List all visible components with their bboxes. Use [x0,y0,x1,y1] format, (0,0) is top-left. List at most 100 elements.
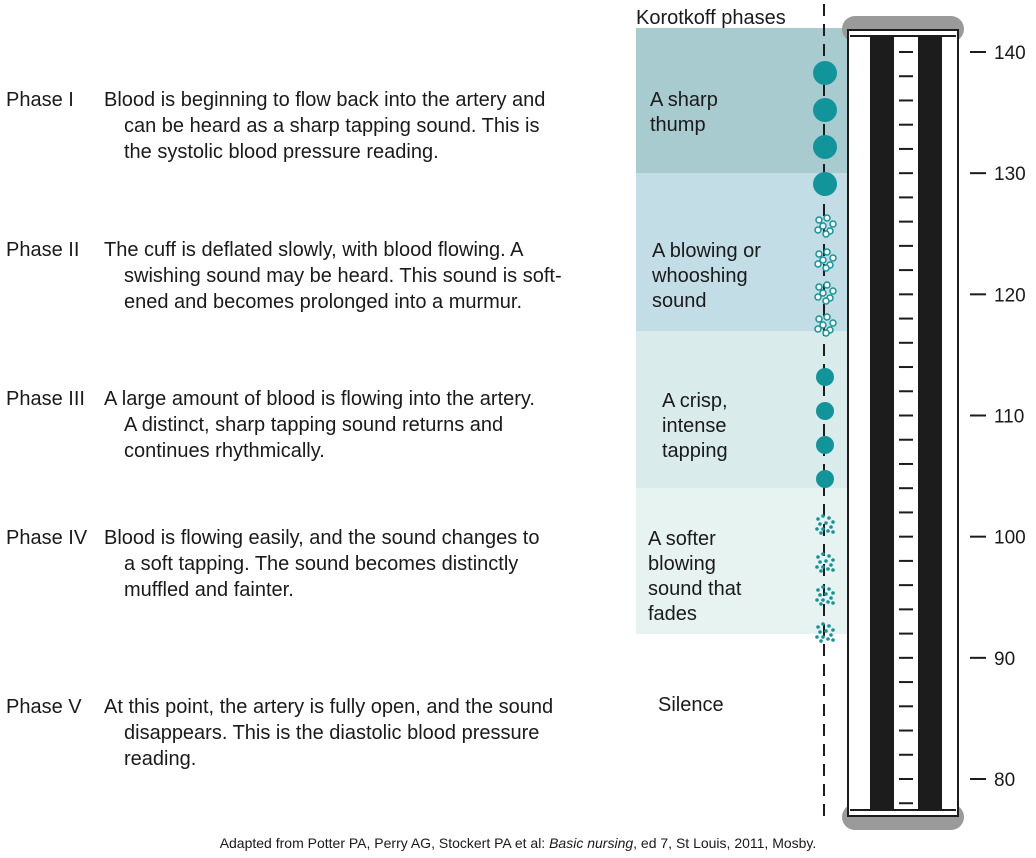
speckle-marker [829,563,833,567]
speckle-marker [831,638,835,642]
speckle-marker [831,520,835,524]
speckle-marker [831,568,835,572]
speckle-marker [818,593,822,597]
speckle-marker [819,602,823,606]
speckle-marker [818,630,822,634]
speckle-marker [821,598,825,602]
speckle-marker [829,525,833,529]
speckle-marker [819,569,823,573]
mercury-column-left [870,36,894,810]
speckle-marker [816,588,820,592]
speckle-marker [831,628,835,632]
bubble-marker [815,315,823,323]
bubble-marker [815,250,823,258]
tap-dot-marker [816,402,834,420]
bubble-marker [814,260,822,268]
bubble-marker [829,319,837,327]
bubble-marker [822,230,830,238]
scale-tick-label: 90 [994,649,1015,670]
speckle-marker [831,591,835,595]
speckle-marker [831,530,835,534]
speckle-marker [819,639,823,643]
speckle-marker [824,629,828,633]
speckle-marker [821,585,825,589]
bubble-marker [819,256,827,264]
speckle-marker [819,531,823,535]
speckle-marker [821,635,825,639]
speckle-marker [821,527,825,531]
speckle-marker [824,559,828,563]
speckle-marker [829,633,833,637]
bubble-marker [819,222,827,230]
phase-description: Blood is beginning to flow back into the… [104,89,546,163]
phase-description: A large amount of blood is flowing into … [104,388,535,462]
bubble-marker [822,264,830,272]
speckle-marker [815,598,819,602]
phase-label: Phase IV [6,527,88,549]
speckle-marker [826,529,830,533]
tap-dot-marker [816,368,834,386]
speckle-marker [826,637,830,641]
bubble-marker [815,283,823,291]
speckle-marker [827,554,831,558]
bubble-marker [829,287,837,295]
speckle-marker [815,635,819,639]
bubble-marker [814,226,822,234]
speckle-marker [824,592,828,596]
bubble-marker [822,329,830,337]
speckle-marker [821,552,825,556]
tap-dot-marker [813,135,837,159]
korotkoff-phases-header: Korotkoff phases [636,7,786,29]
bubble-marker [829,220,837,228]
scale-tick-label: 130 [994,164,1026,185]
speckle-marker [816,625,820,629]
speckle-marker [824,521,828,525]
phase-description: The cuff is deflated slowly, with blood … [104,239,562,313]
phase-description: At this point, the artery is fully open,… [104,696,554,770]
scale-tick-label: 100 [994,528,1026,549]
speckle-marker [829,596,833,600]
bubble-marker [823,214,831,222]
speckle-marker [821,514,825,518]
bubble-marker [814,293,822,301]
source-credit: Adapted from Potter PA, Perry AG, Stocke… [219,835,817,851]
scale-tick-label: 140 [994,43,1026,64]
bubble-marker [829,254,837,262]
speckle-marker [821,565,825,569]
phase-5-sound: Silence [658,694,724,716]
speckle-marker [818,560,822,564]
speckle-marker [816,517,820,521]
speckle-marker [815,565,819,569]
bubble-marker [814,325,822,333]
speckle-marker [827,624,831,628]
speckle-marker [818,522,822,526]
phase-label: Phase I [6,89,74,111]
speckle-marker [831,601,835,605]
tap-dot-marker [813,61,837,85]
speckle-marker [831,558,835,562]
speckle-marker [827,587,831,591]
bubble-marker [823,281,831,289]
tap-dot-marker [816,470,834,488]
bubble-marker [819,289,827,297]
phase-label: Phase II [6,239,80,261]
phase-label: Phase III [6,388,85,410]
scale-tick-label: 120 [994,285,1026,306]
phase-description: Blood is flowing easily, and the sound c… [104,527,540,601]
speckle-marker [815,527,819,531]
bubble-marker [823,313,831,321]
scale-tick-label: 80 [994,770,1015,791]
bubble-marker [822,297,830,305]
tap-dot-marker [813,172,837,196]
speckle-marker [827,516,831,520]
bubble-marker [815,216,823,224]
mercury-column-right [918,36,942,810]
tap-dot-marker [816,436,834,454]
tap-dot-marker [813,98,837,122]
bubble-marker [819,321,827,329]
